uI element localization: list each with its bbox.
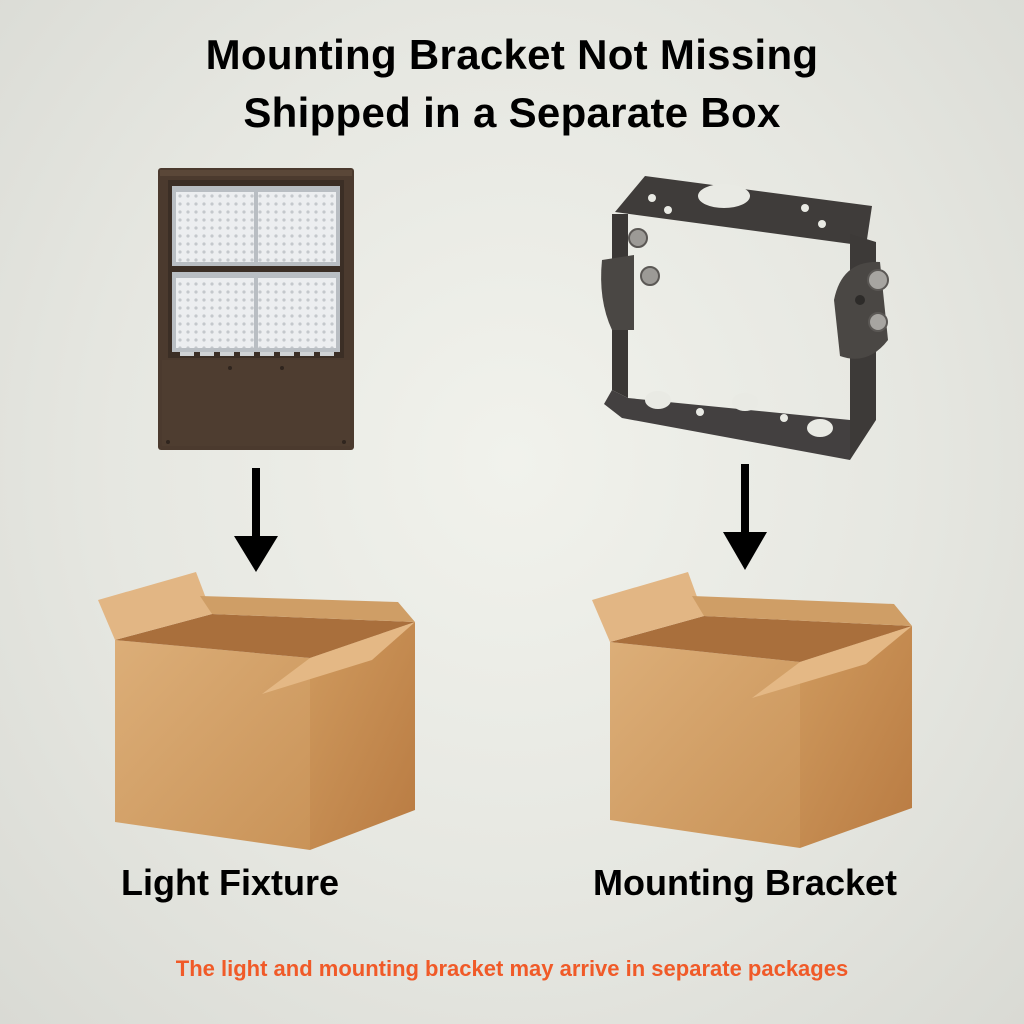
- vent-2: [200, 352, 214, 356]
- headline: Mounting Bracket Not Missing Shipped in …: [0, 26, 1024, 142]
- light-fixture-image: [158, 168, 354, 450]
- arrow-down-icon-right: [723, 464, 767, 570]
- headline-line-1: Mounting Bracket Not Missing: [205, 31, 819, 78]
- box-left-flap-back: [98, 572, 212, 640]
- arrow-head-left: [234, 536, 278, 572]
- bracket-bolt-1: [628, 228, 648, 248]
- screw-2: [342, 440, 346, 444]
- led-panel-upper: [172, 186, 340, 266]
- box-right-side: [800, 626, 912, 848]
- bracket-hole-1: [648, 194, 656, 202]
- fixture-top-edge: [160, 170, 352, 176]
- box-right-opening: [610, 616, 912, 662]
- box-left-opening: [115, 614, 415, 658]
- vent-7: [300, 352, 314, 356]
- fixture-driver-plate: [162, 360, 350, 446]
- led-module-3: [176, 278, 254, 348]
- vent-1: [180, 352, 194, 356]
- box-left-front: [115, 640, 310, 850]
- box-right-flap-back: [592, 572, 704, 642]
- screw-3: [228, 366, 232, 370]
- fixture-vents: [180, 352, 334, 356]
- bracket-top-plate: [615, 176, 872, 246]
- light-fixture-label: Light Fixture: [121, 862, 339, 903]
- bracket-hole-2: [664, 206, 672, 214]
- bracket-bolt-4: [868, 312, 888, 332]
- separate-packages-note: The light and mounting bracket may arriv…: [175, 956, 849, 981]
- led-module-1: [176, 192, 254, 262]
- box-right-flap-top: [692, 596, 912, 626]
- mounting-bracket-label: Mounting Bracket: [592, 862, 897, 903]
- box-right-flap-front: [752, 626, 912, 698]
- bracket-hole-4: [818, 220, 826, 228]
- arrow-head-right: [723, 532, 767, 570]
- vent-5: [260, 352, 274, 356]
- bracket-bottom-plate: [604, 390, 850, 460]
- led-module-2: [258, 192, 336, 262]
- vent-6: [280, 352, 294, 356]
- box-right-front: [610, 642, 800, 848]
- screw-4: [280, 366, 284, 370]
- mounting-bracket-image: [601, 176, 889, 460]
- vent-3: [220, 352, 234, 356]
- bracket-bottom-hole-5: [780, 414, 788, 422]
- bracket-top-slot: [698, 184, 750, 208]
- box-left-side: [310, 622, 415, 850]
- bracket-bottom-hole-3: [807, 419, 833, 437]
- box-left-flap-front: [262, 622, 415, 694]
- vent-8: [320, 352, 334, 356]
- bracket-bottom-hole-1: [645, 391, 671, 409]
- screw-1: [166, 440, 170, 444]
- arrow-shaft-right: [741, 464, 749, 534]
- bracket-bottom-hole-4: [696, 408, 704, 416]
- arrow-down-icon-left: [234, 468, 278, 572]
- led-panel-lower: [172, 272, 340, 352]
- bracket-bolt-2: [640, 266, 660, 286]
- arrow-shaft-left: [252, 468, 260, 538]
- bracket-hole-3: [801, 204, 809, 212]
- bracket-left-pivot: [601, 255, 634, 330]
- vent-4: [240, 352, 254, 356]
- box-icon-left: [98, 572, 415, 850]
- box-icon-right: [592, 572, 912, 848]
- box-left-flap-top: [200, 596, 415, 622]
- bracket-nut-1: [855, 295, 865, 305]
- led-module-4: [258, 278, 336, 348]
- bracket-bolt-3: [867, 269, 889, 291]
- headline-line-2: Shipped in a Separate Box: [243, 89, 781, 136]
- bracket-bottom-hole-2: [732, 393, 758, 411]
